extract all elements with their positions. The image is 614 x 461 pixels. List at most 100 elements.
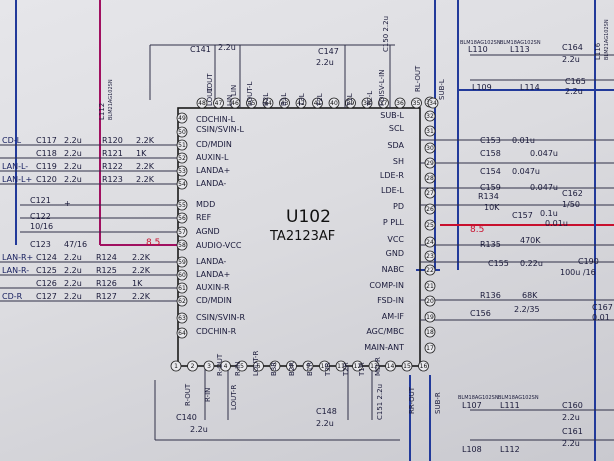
component-label: 68K	[522, 291, 538, 300]
component-label: C153	[480, 136, 501, 145]
pin-circle	[176, 295, 188, 307]
pin-circle	[246, 97, 257, 109]
pin-name: CD/MDIN	[196, 296, 232, 305]
component-label: 470K	[520, 236, 541, 245]
pin-name: B2L	[262, 93, 270, 106]
pin-number: 12	[354, 363, 362, 370]
net-label: R-OUT	[184, 383, 192, 406]
pin-number: 45	[248, 100, 256, 107]
component-label: C161	[562, 427, 583, 436]
component-label: R134	[478, 192, 499, 201]
pin-circle	[427, 97, 439, 109]
pin-circle	[269, 360, 281, 372]
resistor-label: R121	[102, 149, 123, 158]
pin-name: GND	[386, 249, 404, 258]
pin-circle	[394, 97, 406, 109]
net-label: LOUT-R	[230, 385, 238, 410]
component-label: R135	[480, 240, 501, 249]
pin-circle	[335, 360, 347, 372]
pin-circle	[176, 112, 188, 124]
wires	[0, 44, 614, 441]
component-label: 47/16	[64, 240, 87, 249]
pin-number: 31	[426, 128, 434, 135]
pin-name: LOUT-R	[252, 351, 260, 376]
pin-number: 10	[321, 363, 329, 370]
component-label: 2.2u	[565, 87, 583, 96]
pin-circle	[424, 203, 436, 215]
component-label: 0.047u	[530, 183, 558, 192]
component-label: 2.2u	[562, 55, 580, 64]
component-label: BLM18AG102SN	[458, 395, 499, 401]
pin-number: 59	[178, 259, 186, 266]
pin-name: T1L	[346, 93, 354, 107]
pin-circle	[196, 97, 208, 109]
component-label: BLM18AG102SN	[498, 395, 539, 401]
pin-number: 20	[426, 298, 434, 305]
pin-circle	[424, 264, 436, 276]
pin-name: LANDA+	[196, 270, 230, 279]
pin-number: 64	[178, 330, 186, 337]
pin-name: T2L	[316, 93, 324, 107]
pin-number: 21	[426, 283, 434, 290]
pin-circle	[368, 360, 380, 372]
capacitor-label: C125	[36, 266, 57, 275]
pin-circle	[424, 110, 436, 122]
pin-circle	[424, 187, 436, 199]
pin-circle	[401, 360, 413, 372]
component-label: L107	[462, 401, 482, 410]
pin-circle	[176, 269, 188, 281]
component-label: 100u /16	[560, 268, 596, 277]
capacitor-label: C119	[36, 162, 57, 171]
pin-circle	[411, 97, 422, 109]
left-pin-names: CDCHIN-L CSIN/SVIN-L CD/MDIN AUXIN-L LAN…	[196, 115, 245, 336]
pin-name: CDCHIN-L	[196, 115, 236, 124]
capacitor-value: 2.2u	[64, 175, 82, 184]
component-label: L111	[500, 401, 520, 410]
pin-number: 52	[178, 155, 186, 162]
pin-name: COMP-IN	[369, 281, 404, 290]
pin-number: 62	[178, 298, 186, 305]
pin-name: SCL	[389, 124, 405, 133]
pin-circle	[176, 256, 188, 268]
capacitor-value: 2.2u	[64, 266, 82, 275]
pin-number: 51	[178, 142, 186, 149]
pin-name: T1R	[358, 362, 366, 377]
net-label: LIN	[230, 85, 238, 96]
component-label: BLM21AG102SN	[604, 19, 610, 60]
component-label: C151 2.2u	[376, 384, 384, 420]
voltage-label: 8.5	[470, 225, 484, 235]
component-label: C190	[578, 257, 599, 266]
pin-circle	[424, 125, 436, 137]
component-label: L113	[510, 45, 530, 54]
capacitor-label: C120	[36, 175, 57, 184]
pin-name: LOUT-L	[246, 82, 254, 106]
pin-circle	[361, 97, 373, 109]
top-pin-names: LOUT LIN LOUT-L B2L B1L T3L T2L T1L TC-L…	[206, 70, 386, 107]
resistor-label: R125	[96, 266, 117, 275]
component-label: BLM21AG102SN	[108, 79, 114, 120]
component-label: 10K	[484, 203, 500, 212]
component-label: L108	[462, 445, 482, 454]
ic-part-number: TA2123AF	[269, 229, 335, 244]
pin-number: 15	[403, 363, 411, 370]
resistor-label: R123	[102, 175, 123, 184]
pin-circle	[424, 142, 436, 154]
pin-name: LIN	[226, 95, 234, 106]
pin-circle	[424, 236, 436, 248]
component-label: 2.2u	[316, 419, 334, 428]
pin-circle	[176, 139, 188, 151]
component-label: L116	[594, 42, 602, 60]
resistor-value: 2.2K	[136, 175, 155, 184]
pin-name: FSD-IN	[377, 296, 404, 305]
pin-number: 3	[207, 363, 211, 370]
pin-number: 41	[314, 100, 322, 107]
pin-circle	[176, 152, 188, 164]
component-label: C154	[480, 167, 501, 176]
component-label: 0.01u	[545, 219, 568, 228]
pin-number: 17	[426, 345, 434, 352]
pin-number: 53	[178, 168, 186, 175]
pin-circle	[262, 97, 274, 109]
pin-number: 60	[178, 272, 186, 279]
